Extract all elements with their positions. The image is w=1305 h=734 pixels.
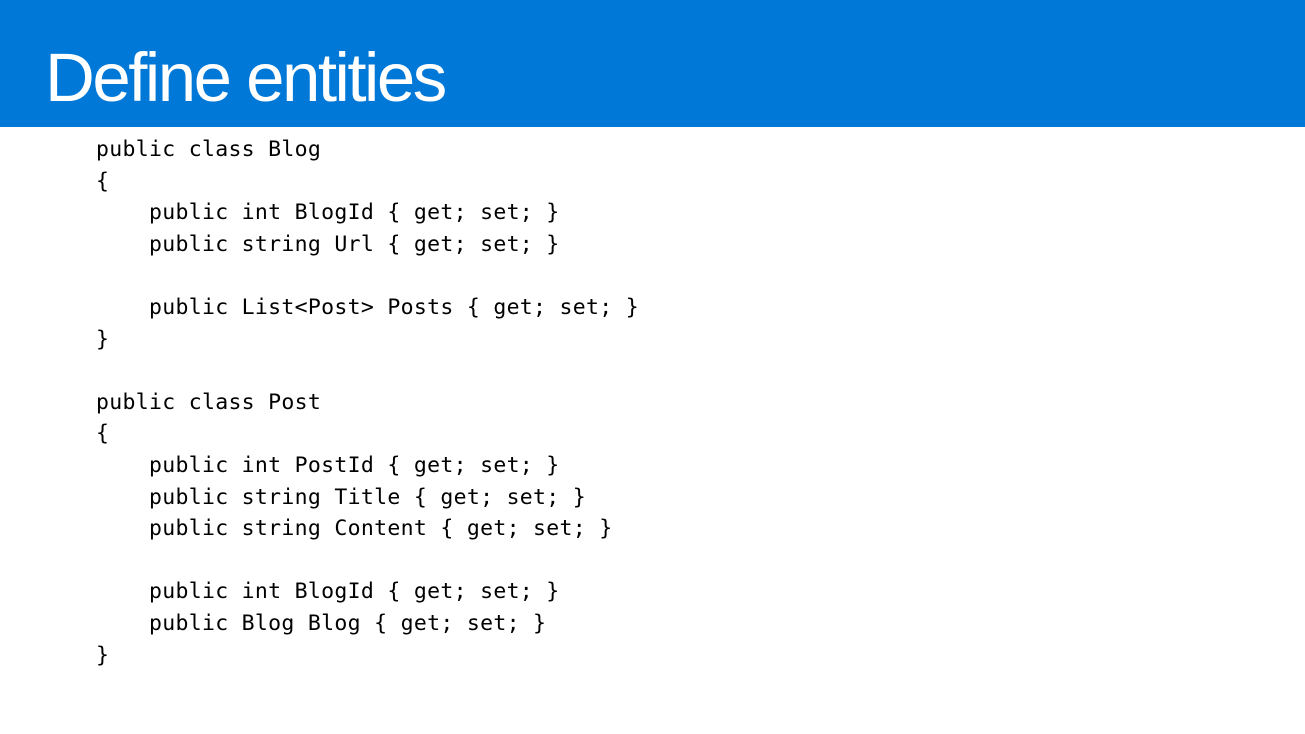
code-line: { (96, 421, 110, 447)
code-line: public string Content { get; set; } (96, 516, 613, 542)
code-line: public int PostId { get; set; } (96, 452, 560, 478)
code-line: { (96, 168, 110, 194)
code-line (96, 355, 639, 387)
code-block: public class Blog { public int BlogId { … (96, 134, 639, 671)
code-line (96, 545, 639, 577)
code-line: public Blog Blog { get; set; } (96, 610, 547, 636)
code-line: public string Url { get; set; } (96, 231, 560, 257)
code-line: public int BlogId { get; set; } (96, 200, 560, 226)
code-line: public class Blog (96, 137, 322, 162)
slide-title: Define entities (45, 39, 447, 116)
code-line: } (96, 326, 110, 352)
code-line: } (96, 642, 110, 668)
code-line: public string Title { get; set; } (96, 484, 587, 510)
code-line: public class Post (96, 389, 322, 415)
title-bar: Define entities (0, 0, 1305, 127)
code-line: public List<Post> Posts { get; set; } (96, 294, 640, 320)
code-line: public int BlogId { get; set; } (96, 579, 560, 605)
code-line (96, 260, 639, 292)
